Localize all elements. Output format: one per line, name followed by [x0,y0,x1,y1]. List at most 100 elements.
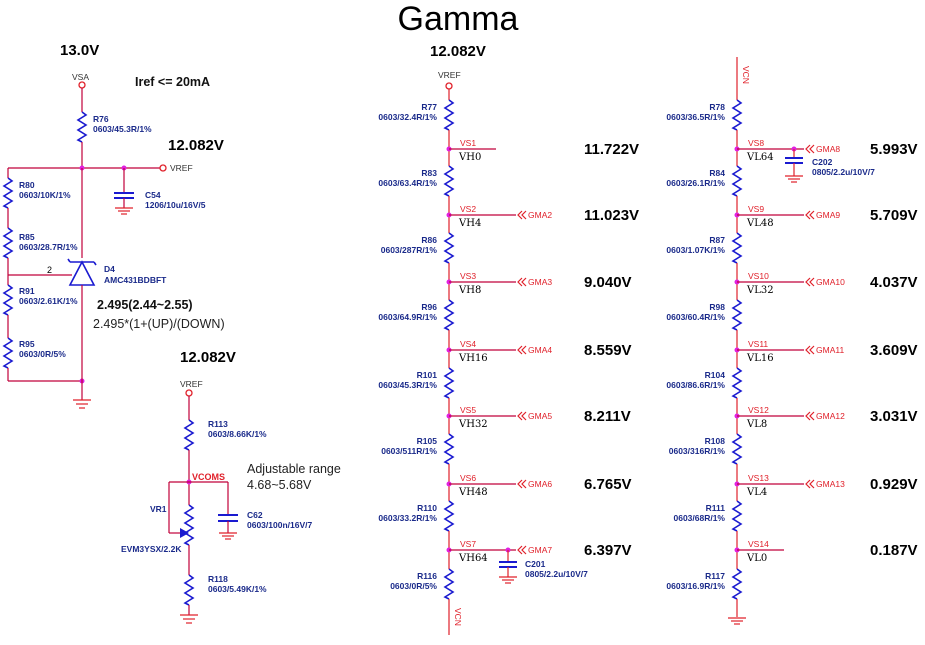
resistor-ref: R77 [421,102,437,112]
resistor-value: 0603/33.2R/1% [378,513,437,523]
r118-ref: R118 [208,574,228,584]
resistor-r111 [731,500,743,532]
vcom-section: 12.082V VREF R113 0603/8.66K/1% VCOMS VR… [121,349,341,624]
gma-port-icon [517,479,527,489]
c62-value: 0603/100n/16V/7 [247,520,312,530]
tap-gamma-label: VL8 [746,419,767,430]
tap-net-label: VS6 [460,473,476,483]
resistor-r80 [2,177,14,209]
tap-gamma-label: VL16 [746,353,774,364]
gma-port-icon [805,277,815,287]
tap-voltage: 8.211V [584,408,631,425]
c201-value: 0805/2.2u/10V/7 [525,569,588,579]
resistor-ref: R87 [709,235,725,245]
resistor-value: 0603/0R/5% [390,581,437,591]
resistor-r117 [731,568,743,600]
r80-value: 0603/10K/1% [19,190,71,200]
tap-net-label: VS3 [460,271,476,281]
tap-voltage: 5.709V [870,207,918,224]
tap-gamma-label: VH32 [458,419,488,430]
tap-gamma-label: VL4 [746,487,767,498]
vref-port [159,164,167,172]
tap-net-label: VS13 [748,473,769,483]
tap-gamma-label: VH48 [458,487,488,498]
resistor-r98 [731,299,743,331]
gma-port-label: GMA3 [528,277,552,287]
resistor-ref: R96 [421,302,437,312]
tap-voltage: 6.397V [584,542,632,559]
ground-icon [785,175,803,183]
gma-port-icon [805,345,815,355]
resistor-value: 0603/45.3R/1% [378,380,437,390]
vref-voltage-label: 12.082V [168,137,224,154]
resistor-r110 [443,500,455,532]
resistor-r118 [183,574,195,606]
vr1-value: EVM3YSX/2.2K [121,544,182,554]
r76-value: 0603/45.3R/1% [93,124,152,134]
resistor-r78 [731,99,743,131]
resistor-r105 [443,433,455,465]
tap-net-label: VS14 [748,539,769,549]
vcom-vref-port [185,389,193,397]
d4-ref: D4 [104,264,115,274]
tap-gamma-label: VL0 [746,553,767,564]
gma-port-label: GMA4 [528,345,552,355]
gma-port-icon [805,144,815,154]
resistor-value: 0603/1.07K/1% [666,245,725,255]
tap-net-label: VS4 [460,339,476,349]
tap-voltage: 0.929V [870,476,918,493]
tap-voltage: 3.609V [870,342,918,359]
vcom-vref-port-label: VREF [180,379,203,389]
resistor-ref: R117 [705,571,725,581]
d4-pin-label: 2 [47,265,52,275]
resistor-r95 [2,337,14,369]
resistor-r101 [443,367,455,399]
ground-icon [728,617,746,625]
resistor-value: 0603/26.1R/1% [666,178,725,188]
tap-net-label: VS12 [748,405,769,415]
formula-line-1: 2.495(2.44~2.55) [97,298,193,312]
resistor-r76 [76,111,88,143]
low-gamma-ladder: R780603/36.5R/1%R840603/26.1R/1%R870603/… [666,57,918,625]
r95-ref: R95 [19,339,35,349]
resistor-ref: R86 [421,235,437,245]
vcom-vref-voltage: 12.082V [180,349,236,366]
r85-ref: R85 [19,232,35,242]
resistor-r113 [183,419,195,451]
resistor-value: 0603/32.4R/1% [378,112,437,122]
shunt-regulator-d4 [67,258,97,286]
high-gamma-ladder: 12.082V VREF R770603/32.4R/1%R830603/63.… [378,43,639,635]
resistor-ref: R104 [705,370,726,380]
gma-port-icon [805,479,815,489]
r113-value: 0603/8.66K/1% [208,429,267,439]
resistor-r91 [2,284,14,316]
high-ladder-vref-label: VREF [438,70,461,80]
tap-voltage: 5.993V [870,141,918,158]
tap-gamma-label: VL64 [746,152,774,163]
gma-port-icon [517,411,527,421]
adjustable-range-label: Adjustable range [247,462,341,476]
resistor-ref: R108 [705,436,726,446]
tap-net-label: VS1 [460,138,476,148]
vsa-port-label: VSA [72,72,89,82]
r113-ref: R113 [208,419,228,429]
gma-port-label: GMA13 [816,479,845,489]
vcn-net-label: VCN [741,66,751,84]
resistor-ref: R116 [417,571,437,581]
r80-ref: R80 [19,180,35,190]
tap-voltage: 8.559V [584,342,632,359]
resistor-r108 [731,433,743,465]
resistor-value: 0603/36.5R/1% [666,112,725,122]
resistor-ref: R84 [709,168,725,178]
gma-port-icon [517,277,527,287]
gma-port-label: GMA6 [528,479,552,489]
gma-port-label: GMA5 [528,411,552,421]
r91-value: 0603/2.61K/1% [19,296,78,306]
